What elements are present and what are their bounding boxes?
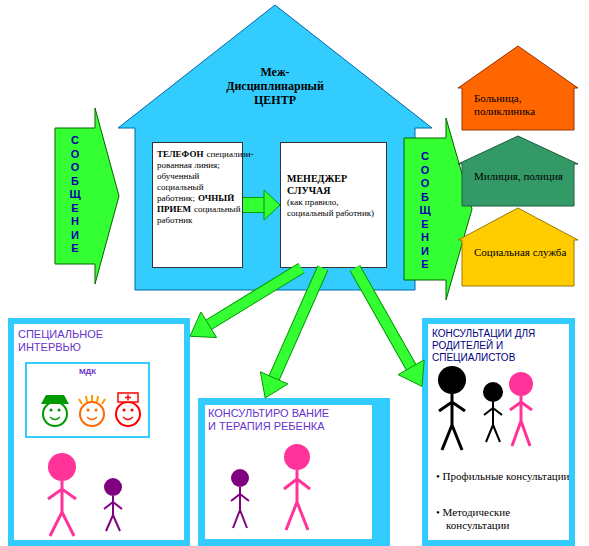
panel-title: СПЕЦИАЛЬНОЕ ИНТЕРВЬЮ <box>18 328 118 354</box>
agency-house: Социальная служба <box>458 208 578 286</box>
house-outline <box>458 46 578 130</box>
arrow-outline <box>55 108 119 284</box>
service-panel: СПЕЦИАЛЬНОЕ ИНТЕРВЬЮ МДК <box>8 318 190 546</box>
arrow-head <box>398 360 424 387</box>
consult-item: • Профильные консультации <box>436 470 571 483</box>
arrow-head <box>190 312 217 338</box>
house-shape <box>458 136 578 206</box>
house-shape <box>458 208 578 286</box>
service-panel: КОНСУЛЬТАЦИИ ДЛЯ РОДИТЕЛЕЙ И СПЕЦИАЛИСТО… <box>422 318 575 546</box>
center-title: Меж- Дисциплинарный ЦЕНТР <box>215 65 335 107</box>
intake-box: ТЕЛЕФОНспециализи-рованная линия; обучен… <box>152 142 243 268</box>
arrow-head <box>260 372 287 398</box>
agency-name: Милиция, полиция <box>474 170 570 183</box>
service-panel: КОНСУЛЬТИРО ВАНИЕ И ТЕРАПИЯ РЕБЕНКА <box>198 398 390 546</box>
arrow-label: СООБЩЕНИЕ <box>418 150 432 272</box>
message-arrow: СООБЩЕНИЕ <box>55 108 119 284</box>
agency-name: Больница, поликлиника <box>474 92 570 118</box>
agency-name: Социальная служба <box>474 246 570 259</box>
panel-title: КОНСУЛЬТИРО ВАНИЕ И ТЕРАПИЯ РЕБЕНКА <box>208 407 330 433</box>
case-manager-box: МЕНЕДЖЕР СЛУЧАЯ(как правило, социальный … <box>280 142 387 268</box>
arrow-shape <box>55 108 119 284</box>
channel-heading: ТЕЛЕФОН <box>157 149 203 159</box>
team-box: МДК <box>25 362 150 438</box>
role-heading: МЕНЕДЖЕР СЛУЧАЯ <box>287 173 381 197</box>
role-note: (как правило, социальный работник) <box>287 197 381 219</box>
house-shape <box>458 46 578 130</box>
panel-title: КОНСУЛЬТАЦИИ ДЛЯ РОДИТЕЛЕЙ И СПЕЦИАЛИСТО… <box>432 328 552 364</box>
team-label: МДК <box>27 367 148 377</box>
agency-house: Милиция, полиция <box>458 136 578 206</box>
center-house: Меж- Дисциплинарный ЦЕНТР ТЕЛЕФОНспециали… <box>118 5 432 290</box>
arrow-label: СООБЩЕНИЕ <box>68 134 82 256</box>
consult-item: • Методические консультации <box>436 506 571 532</box>
house-shape <box>118 5 432 290</box>
agency-house: Больница, поликлиника <box>458 46 578 130</box>
